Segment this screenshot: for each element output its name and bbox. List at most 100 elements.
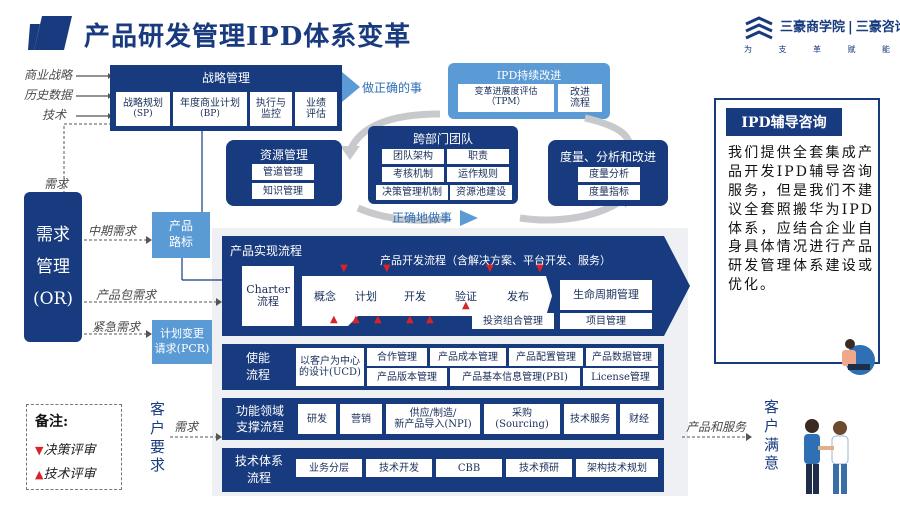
dev-flow-label: 产品开发流程（含解决方案、平台开发、服务）: [380, 254, 611, 267]
cross-team-pool: 资源池建设: [450, 185, 512, 200]
support-marketing: 营销: [340, 404, 382, 434]
project-management: 项目管理: [560, 313, 652, 329]
realization-arrow-tip: [664, 236, 690, 336]
ipd-improve-tpm: 变革进展度评估 （TPM）: [458, 84, 554, 112]
measure-item-metrics: 度量指标: [578, 185, 640, 200]
stage-verify: 验证: [455, 290, 477, 303]
ipd-improve-process: 改进 流程: [558, 84, 602, 112]
request-label: 需求: [174, 420, 199, 434]
cross-team-structure: 团队架构: [382, 149, 444, 164]
realization-title: 产品实现流程: [230, 244, 303, 258]
do-thing-right-arrow: [460, 210, 478, 226]
consult-body: 我们提供全套集成产品开发IPD辅导咨询服务，但是我们不建议全套照搬华为IPD体系…: [728, 145, 874, 294]
demand-title: 需求 管理 (OR): [32, 224, 73, 310]
decision-review-marker: ▼: [536, 263, 544, 274]
decision-review-marker: ▼: [486, 263, 494, 274]
products-arrow: [682, 433, 752, 441]
strategy-item-evaluate: 业绩 评估: [295, 92, 337, 126]
consult-panel: IPD辅导咨询 我们提供全套集成产品开发IPD辅导咨询服务，但是我们不建议全套照…: [714, 98, 880, 364]
demand-label: 需求: [44, 177, 69, 191]
product-roadmap-box: 产品 路标: [152, 212, 210, 258]
input-business-strategy: 商业战略: [24, 68, 73, 82]
measure-item-analysis: 度量分析: [578, 167, 640, 182]
lifecycle-management: 生命周期管理: [560, 280, 652, 310]
tech-architecture: 架构技术规划: [576, 459, 658, 477]
enabler-version: 产品版本管理: [367, 368, 447, 386]
demand-arrows: [84, 236, 222, 338]
portfolio-management: 投资组合管理: [472, 313, 554, 329]
enabler-config: 产品配置管理: [509, 348, 583, 366]
enabler-data: 产品数据管理: [586, 348, 658, 366]
cross-team-duty: 职责: [447, 149, 509, 164]
cross-team-title: 跨部门团队: [412, 132, 473, 146]
tech-review-marker: ▲: [330, 314, 338, 325]
page-title: 产品研发管理IPD体系变革: [84, 22, 412, 52]
support-sourcing: 采购 (Sourcing): [484, 404, 560, 434]
resource-item-knowledge: 知识管理: [252, 183, 314, 199]
legend-item-technical: ▲技术评审: [35, 467, 96, 482]
urgent-demand-label: 紧急需求: [92, 320, 141, 334]
tech-review-marker: ▲: [374, 314, 382, 325]
cross-team-decision: 决策管理机制: [376, 185, 448, 200]
decision-review-marker: ▼: [340, 263, 348, 274]
legend-item-decision: ▼决策评审: [35, 443, 96, 458]
do-right-arrow: [342, 72, 360, 102]
input-technology: 技术: [42, 108, 67, 122]
tech-research: 技术预研: [506, 459, 572, 477]
tech-review-marker: ▲: [352, 314, 360, 325]
pkg-demand-label: 产品包需求: [96, 288, 157, 302]
consultant-illustration: [842, 339, 875, 375]
cross-team-assessment: 考核机制: [382, 167, 444, 182]
support-title: 功能领域 支撑流程: [235, 403, 284, 434]
support-tech-service: 技术服务: [564, 404, 616, 434]
input-history-data: 历史数据: [24, 88, 73, 102]
ipd-improve-title: IPD持续改进: [496, 69, 562, 82]
slogan: 为支革赋能: [744, 45, 890, 54]
do-right-thing-label: 做正确的事: [362, 81, 423, 95]
enabler-title: 使能 流程: [245, 351, 270, 382]
header-icon: [28, 14, 74, 52]
consult-title: IPD辅导咨询: [726, 108, 842, 136]
enabler-ucd: 以客户为中心 的设计(UCD): [296, 348, 364, 386]
customer-request-label: 客 户 要 求: [150, 400, 166, 475]
tech-development: 技术开发: [366, 459, 432, 477]
enabler-license: License管理: [583, 368, 658, 386]
cross-team-rules: 运作规则: [447, 167, 509, 182]
products-services-label: 产品和服务: [686, 420, 747, 434]
do-thing-right-label: 正确地做事: [392, 211, 453, 225]
resource-title: 资源管理: [259, 148, 308, 162]
stage-release: 发布: [507, 290, 529, 303]
request-arrow: [170, 433, 222, 441]
tech-title: 技术体系 流程: [234, 454, 283, 485]
pcr-box: 计划变更 请求(PCR): [152, 320, 212, 364]
tech-review-marker: ▲: [426, 314, 434, 325]
resource-item-pipeline: 管道管理: [252, 164, 314, 180]
tech-review-marker: ▲: [406, 314, 414, 325]
handshake-illustration: [804, 419, 849, 494]
strategy-to-demand-line: [63, 123, 110, 194]
enabler-partnership: 合作管理: [367, 348, 427, 366]
stage-concept: 概念: [314, 290, 336, 303]
legend-title: 备注:: [35, 414, 69, 430]
support-rd: 研发: [298, 404, 336, 434]
mid-demand-label: 中期需求: [88, 224, 137, 238]
decision-review-marker: ▼: [383, 263, 391, 274]
stage-plan: 计划: [355, 290, 377, 303]
strategy-item-sp: 战略规划(SP): [116, 92, 170, 126]
enabler-cost: 产品成本管理: [430, 348, 506, 366]
stage-develop: 开发: [404, 290, 426, 303]
strategy-item-execute: 执行与 监控: [250, 92, 292, 126]
tech-cbb: CBB: [436, 459, 502, 477]
measure-title: 度量、分析和改进: [559, 150, 656, 164]
legend-box: 备注: ▼决策评审 ▲技术评审: [26, 404, 122, 490]
strategy-item-bp: 年度商业计划(BP): [173, 92, 247, 126]
charter-process: Charter 流程: [242, 266, 294, 326]
support-finance: 财经: [620, 404, 658, 434]
demand-management-box: 需求 管理 (OR): [24, 192, 82, 342]
logo-text-1: 三豪商学院: [780, 20, 846, 35]
support-supply: 供应/制造/ 新产品导入(NPI): [386, 404, 480, 434]
strategy-title: 战略管理: [201, 71, 250, 85]
customer-satisfaction-label: 客 户 满 意: [764, 398, 780, 473]
enabler-pbi: 产品基本信息管理(PBI): [450, 368, 580, 386]
